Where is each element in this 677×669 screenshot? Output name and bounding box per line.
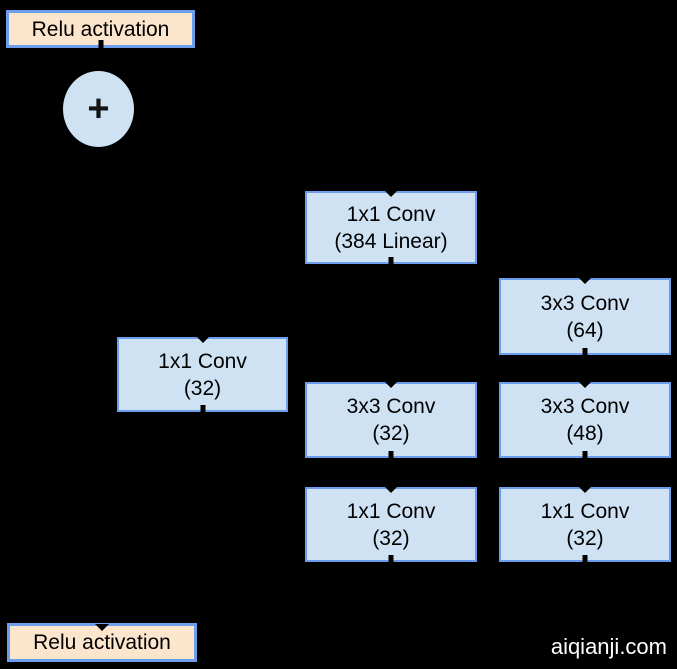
conv-label-line1: 3x3 Conv bbox=[540, 291, 630, 315]
plus-icon: + bbox=[87, 88, 110, 130]
conv-label-line1: 3x3 Conv bbox=[346, 395, 436, 418]
conv-label-line1: 3x3 Conv bbox=[540, 395, 630, 418]
conv-label-line2: (32) bbox=[372, 526, 410, 550]
conv-1x1-32-left-branch-box: 1x1 Conv (32) bbox=[117, 337, 288, 412]
relu-activation-bottom-label: Relu activation bbox=[33, 631, 171, 654]
conv-label-line1: 1x1 Conv bbox=[346, 202, 436, 226]
watermark-text: aiqianji.com bbox=[550, 634, 667, 659]
conv-label-line2: (64) bbox=[566, 318, 604, 342]
conv-label-line1: 1x1 Conv bbox=[540, 499, 630, 523]
conv-label-line2: (32) bbox=[183, 376, 222, 400]
conv-label-line1: 1x1 Conv bbox=[158, 349, 247, 373]
conv-label-line2: (384 Linear) bbox=[334, 229, 448, 253]
conv-label-line2: (32) bbox=[566, 526, 604, 550]
conv-label-line2: (48) bbox=[566, 422, 604, 445]
elementwise-add-node: + bbox=[63, 71, 134, 147]
conv-label-line1: 1x1 Conv bbox=[346, 499, 436, 523]
conv-1x1-32-right-branch-box: 1x1 Conv (32) bbox=[499, 487, 671, 562]
conv-label-line2: (32) bbox=[372, 422, 410, 445]
conv-1x1-384-linear-box: 1x1 Conv (384 Linear) bbox=[305, 191, 477, 264]
conv-3x3-64-box: 3x3 Conv (64) bbox=[499, 278, 671, 355]
conv-3x3-48-box: 3x3 Conv (48) bbox=[499, 382, 671, 458]
relu-activation-top-box: Relu activation bbox=[6, 10, 195, 48]
conv-3x3-32-box: 3x3 Conv (32) bbox=[305, 382, 477, 458]
relu-activation-bottom-box: Relu activation bbox=[7, 623, 197, 662]
conv-1x1-32-middle-branch-box: 1x1 Conv (32) bbox=[305, 487, 477, 562]
relu-activation-top-label: Relu activation bbox=[31, 17, 170, 41]
